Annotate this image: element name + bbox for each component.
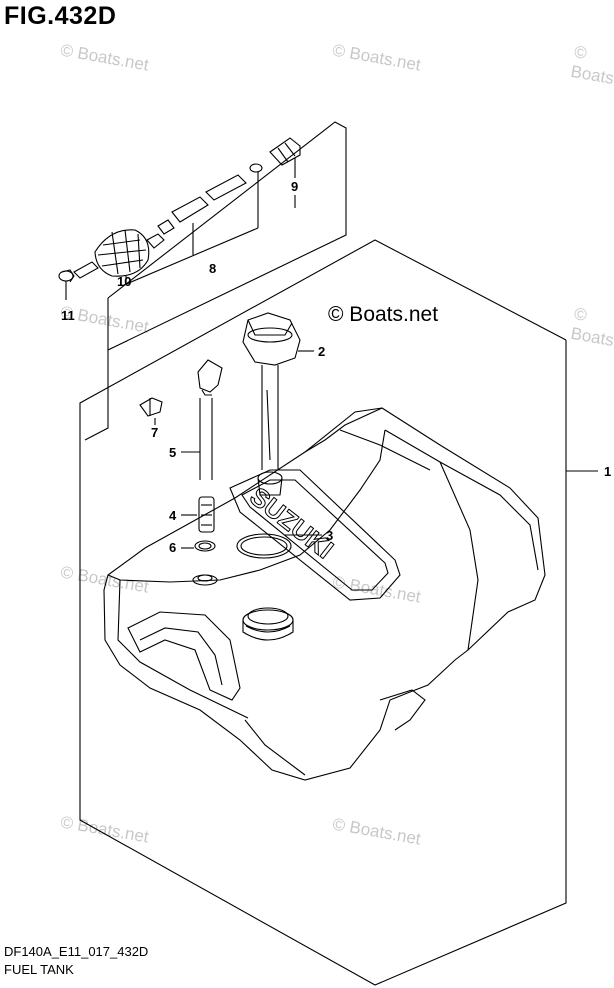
- copyright-notice: © Boats.net: [328, 303, 439, 326]
- o-ring-small: [194, 540, 216, 552]
- callout-6: 6: [169, 540, 176, 555]
- leader-8: [123, 172, 259, 286]
- primer-bulb-assembly: [58, 137, 301, 283]
- fuel-gauge: [242, 312, 301, 496]
- pickup-tube: [197, 359, 223, 480]
- fuel-tank: [103, 407, 546, 781]
- figure-title: FIG.432D: [4, 2, 117, 30]
- callout-9: 9: [291, 179, 298, 194]
- callout-2: 2: [318, 344, 325, 359]
- gasket: [236, 533, 292, 559]
- callout-8: 8: [209, 261, 216, 276]
- callout-11: 11: [61, 308, 75, 323]
- footer-figure-code: DF140A_E11_017_432D: [4, 944, 149, 959]
- tank-group-frame: [79, 239, 567, 986]
- callout-3: 3: [326, 528, 333, 543]
- callout-5: 5: [169, 445, 176, 460]
- filter: [198, 496, 215, 533]
- callout-10: 10: [117, 274, 131, 289]
- callout-1: 1: [604, 464, 611, 479]
- footer-figure-name: FUEL TANK: [4, 962, 74, 977]
- callout-4: 4: [169, 508, 177, 523]
- callout-7: 7: [151, 425, 158, 440]
- hose-kit-frame: [84, 121, 347, 441]
- fitting: [139, 397, 163, 417]
